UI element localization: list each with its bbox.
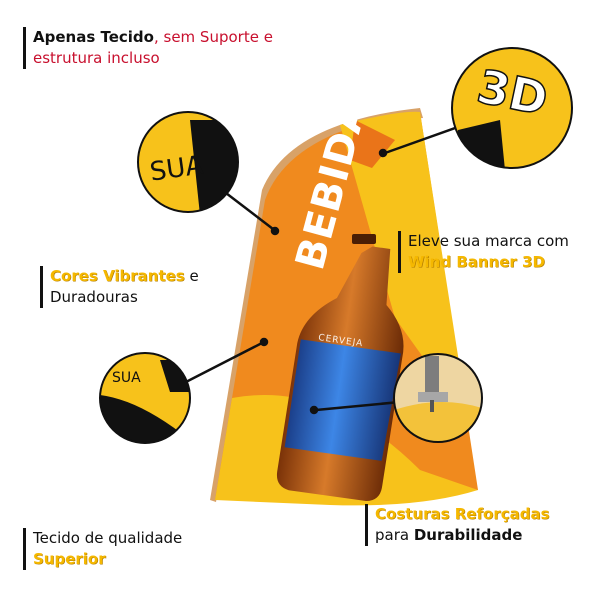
callout-quality-highlight: Superior [33,550,106,568]
callout-colors: Cores Vibrantes e Duradouras [40,266,199,308]
bottle: CERVEJA [276,234,404,502]
callout-fabric-only-rest: , sem Suporte e [153,28,273,46]
callout-fabric-only-line2: estrutura incluso [33,49,160,67]
callout-stitching-prefix: para [375,526,414,544]
flag-pole [210,108,423,502]
flag-yellow-band [340,111,468,420]
callout-brand: Eleve sua marca com Wind Banner 3D [398,231,569,273]
callout-brand-highlight: Wind Banner 3D [408,253,545,271]
flag-arrow-stripe [350,120,395,168]
callout-quality-line1: Tecido de qualidade [33,529,183,547]
zoom-circle-fabric-3d: 3D [451,47,573,169]
zoom-circle-colors: SUA [99,352,191,444]
callout-colors-highlight: Cores Vibrantes [50,267,185,285]
callout-stitching-bold: Durabilidade [413,526,523,544]
zoom-circle-fabric-top: SUA [137,111,239,213]
callout-fabric-only-bold: Apenas Tecido [33,28,154,46]
callout-brand-line1: Eleve sua marca com [408,232,569,250]
callout-fabric-only: Apenas Tecido, sem Suporte e estrutura i… [23,27,273,69]
callout-stitching-highlight: Costuras Reforçadas [375,505,550,523]
svg-text:SUA: SUA [112,370,141,386]
callout-colors-rest: e [184,267,199,285]
callout-stitching: Costuras Reforçadas para Durabilidade [365,504,550,546]
zoom-circle-sewing [393,353,483,443]
svg-text:SUA: SUA [148,150,205,187]
callout-quality: Tecido de qualidade Superior [23,528,182,570]
callout-colors-line2: Duradouras [50,288,138,306]
